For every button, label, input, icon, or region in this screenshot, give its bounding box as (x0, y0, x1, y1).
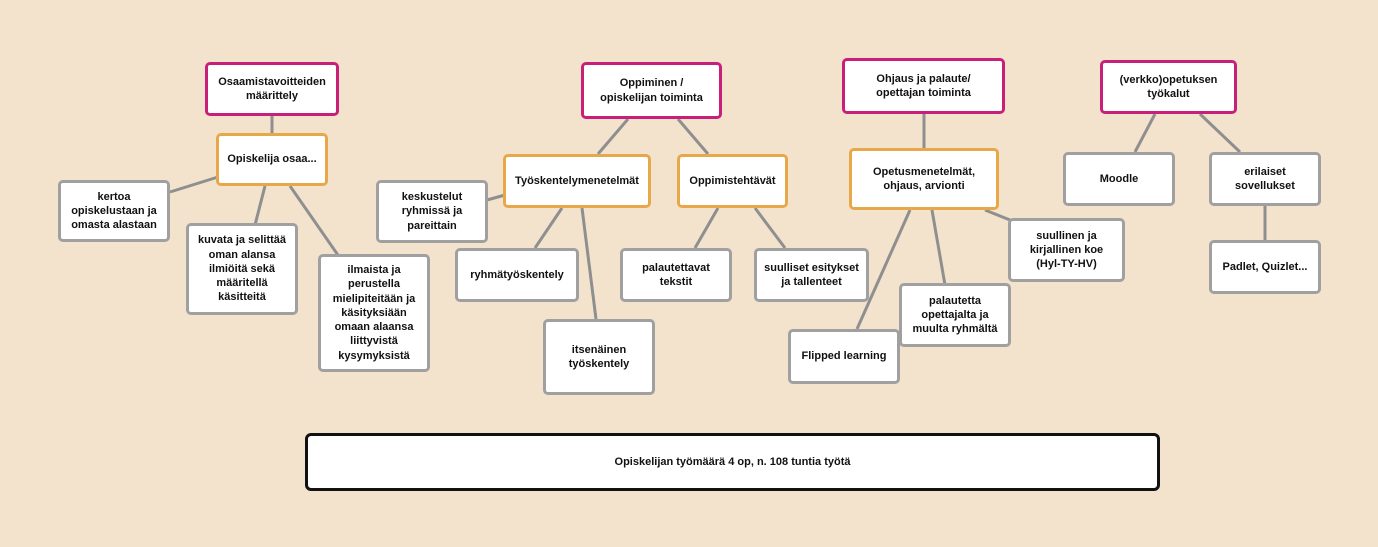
node-learning-tasks: Oppimistehtävät (677, 154, 788, 208)
connector (753, 207, 787, 249)
leaf-group-work: ryhmätyöskentely (455, 248, 579, 302)
connector (596, 118, 630, 155)
connector (533, 207, 564, 249)
leaf-flipped-learning: Flipped learning (788, 329, 900, 384)
connector (984, 208, 1011, 222)
workload-footer: Opiskelijan työmäärä 4 op, n. 108 tuntia… (305, 433, 1160, 491)
connector (1198, 112, 1242, 154)
leaf-express-justify: ilmaista ja perustella mielipiteitään ja… (318, 254, 430, 372)
connector (169, 175, 219, 194)
category-learning-activity: Oppiminen / opiskelijan toiminta (581, 62, 722, 119)
connector (253, 185, 267, 226)
category-online-tools: (verkko)opetuksen työkalut (1100, 60, 1237, 114)
leaf-various-apps: erilaiset sovellukset (1209, 152, 1321, 206)
connector (1133, 113, 1157, 153)
node-work-methods: Työskentelymenetelmät (503, 154, 651, 208)
leaf-tell-about: kertoa opiskelustaan ja omasta alastaan (58, 180, 170, 242)
connector (676, 118, 710, 155)
leaf-independent-work: itsenäinen työskentely (543, 319, 655, 395)
category-learning-goals: Osaamistavoitteiden määrittely (205, 62, 339, 116)
category-guidance-feedback: Ohjaus ja palaute/ opettajan toiminta (842, 58, 1005, 114)
connector (288, 185, 342, 259)
leaf-returnable-texts: palautettavat tekstit (620, 248, 732, 302)
connector (580, 207, 598, 320)
connector (486, 193, 506, 202)
leaf-moodle: Moodle (1063, 152, 1175, 206)
connector (930, 209, 947, 286)
node-teaching-methods: Opetusmenetelmät, ohjaus, arvionti (849, 148, 999, 210)
leaf-oral-presentations: suulliset esitykset ja tallenteet (754, 248, 869, 302)
leaf-exam: suullinen ja kirjallinen koe (Hyl-TY-HV) (1008, 218, 1125, 282)
leaf-padlet-quizlet: Padlet, Quizlet... (1209, 240, 1321, 294)
connector (693, 207, 720, 249)
leaf-feedback: palautetta opettajalta ja muulta ryhmält… (899, 283, 1011, 347)
node-student-can: Opiskelija osaa... (216, 133, 328, 186)
leaf-describe-explain: kuvata ja selittää oman alansa ilmiöitä … (186, 223, 298, 315)
leaf-discussions: keskustelut ryhmissä ja pareittain (376, 180, 488, 243)
connector (855, 209, 912, 330)
